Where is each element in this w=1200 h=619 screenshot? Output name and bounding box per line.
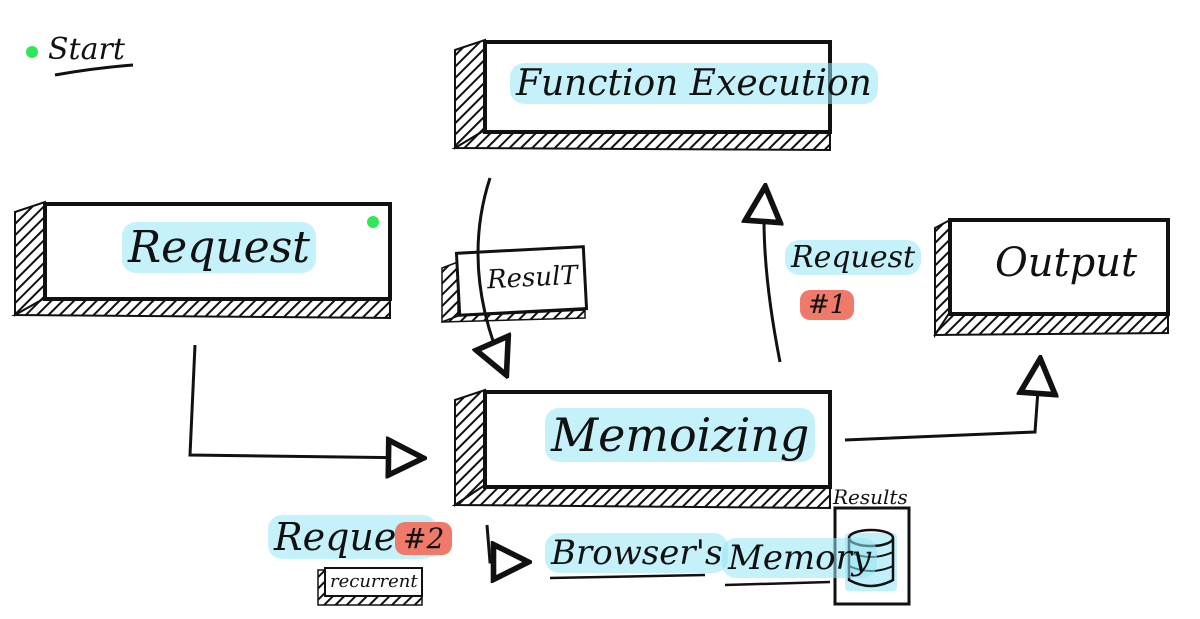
request-2-tag: #2	[395, 522, 453, 555]
function-execution-title: Function Execution	[510, 63, 878, 104]
request-2-tag-text: #2	[395, 522, 453, 555]
result-label: ResulT	[486, 260, 579, 296]
browsers-text: Browser's	[545, 533, 729, 573]
memoizing-to-output-arrow	[844, 362, 1040, 442]
memory-label: Memory	[722, 538, 878, 578]
results-label: Results	[833, 485, 908, 509]
memory-text: Memory	[722, 538, 878, 578]
request-to-memoizing-arrow	[188, 344, 420, 458]
result-arrow	[478, 177, 505, 372]
memory-arrow	[485, 524, 525, 562]
memory-underline	[724, 580, 831, 587]
browsers-underline	[549, 573, 706, 580]
start-dot	[26, 46, 38, 58]
request-status-dot	[367, 216, 379, 228]
start-label: Start	[48, 32, 125, 67]
output-box	[933, 218, 1170, 339]
start-underline	[54, 63, 134, 77]
request-1-arrow	[764, 190, 780, 363]
request-1-tag: #1	[800, 290, 855, 320]
recurrent-badge: recurrent	[330, 571, 418, 592]
request-box	[11, 200, 392, 320]
request-1-tag-text: #1	[800, 290, 855, 320]
memoizing-title: Memoizing	[545, 408, 816, 462]
request-title: Request	[122, 222, 316, 273]
browsers-label: Browser's	[545, 533, 729, 573]
request-1-label: Request	[785, 240, 922, 275]
memoizing-text: Memoizing	[545, 408, 816, 462]
output-title: Output	[995, 240, 1138, 286]
request-1-text: Request	[785, 240, 922, 275]
result-box	[441, 245, 589, 324]
recurrent-badge-box	[317, 567, 423, 606]
request-text: Request	[122, 222, 316, 273]
function-execution-text: Function Execution	[510, 63, 878, 104]
